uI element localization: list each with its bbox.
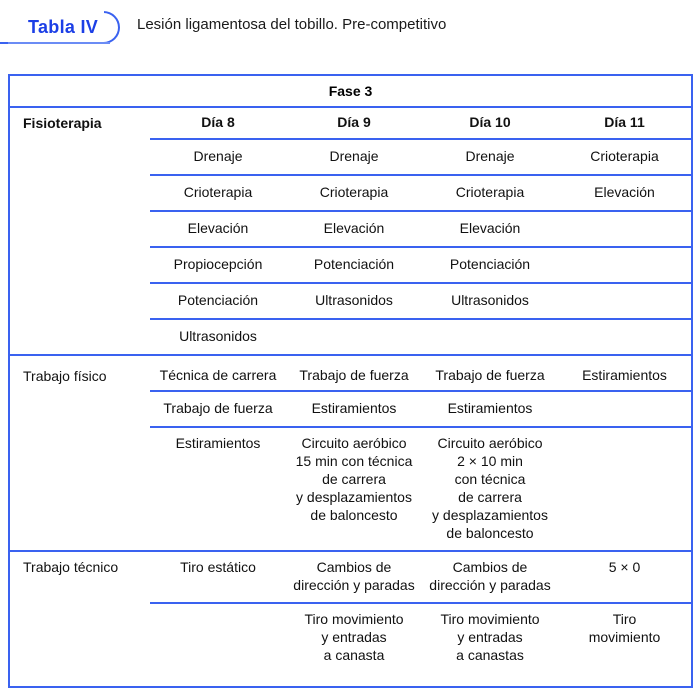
row-category-cell [10, 392, 150, 426]
row-divider [150, 210, 691, 212]
row-category-cell [10, 248, 150, 282]
section-trabajo-fisico: Trabajo físico Técnica de carrera Trabaj… [10, 354, 691, 550]
cell-dia10: Drenaje [465, 148, 515, 164]
row-category-cell [10, 212, 150, 246]
cell-dia8: Estiramientos [175, 435, 261, 451]
row-category-cell [10, 284, 150, 318]
column-header-row: Fisioterapia Día 8 Día 9 Día 10 Día 11 [10, 108, 691, 138]
cell-dia8: Drenaje [193, 148, 243, 164]
cell-dia9: Drenaje [329, 148, 379, 164]
section-trabajo-tecnico: Trabajo técnico Tiro estático Cambios de… [10, 550, 691, 672]
table-row: Ultrasonidos [10, 320, 691, 354]
row-category-cell [10, 140, 150, 174]
cell-dia9: Estiramientos [311, 400, 397, 416]
row-category-cell [10, 176, 150, 210]
cell-dia8: Técnica de carrera [159, 367, 277, 383]
table-row: Trabajo físico Técnica de carrera Trabaj… [10, 356, 691, 390]
cell-dia9: Trabajo de fuerza [299, 367, 409, 383]
header-label-dia9: Día 9 [337, 114, 371, 130]
table-row: Crioterapia Crioterapia Crioterapia Elev… [10, 176, 691, 210]
cell-dia9: Ultrasonidos [315, 292, 393, 308]
data-table: Fase 3 Fisioterapia Día 8 Día 9 Día 10 D… [8, 74, 693, 688]
cell-dia8: Tiro estático [180, 559, 256, 575]
section-fisioterapia: Drenaje Drenaje Drenaje Crioterapia Crio… [10, 138, 691, 354]
row-divider [150, 602, 691, 604]
table-number-badge: Tabla IV [28, 17, 99, 37]
header-label-dia8: Día 8 [201, 114, 235, 130]
row-divider [150, 390, 691, 392]
row-category-cell: Trabajo técnico [10, 559, 150, 576]
cell-dia8: Trabajo de fuerza [163, 400, 273, 416]
phase-header-row: Fase 3 [10, 76, 691, 108]
cell-dia8: Crioterapia [183, 184, 253, 200]
cell-dia10: Potenciación [449, 256, 531, 272]
row-divider [150, 138, 691, 140]
cell-dia10: Ultrasonidos [451, 292, 529, 308]
header-cell-dia10: Día 10 [422, 114, 558, 132]
row-divider [150, 318, 691, 320]
row-category-cell: Trabajo físico [10, 359, 150, 393]
cell-dia8: Elevación [187, 220, 249, 236]
header-cell-dia11: Día 11 [558, 114, 691, 132]
row-category-cell [10, 320, 150, 354]
row-divider [150, 426, 691, 428]
phase-header-label: Fase 3 [328, 83, 373, 99]
section-label-trabajo-fisico: Trabajo físico [23, 367, 107, 384]
cell-dia10: Trabajo de fuerza [435, 367, 545, 383]
table-row: Trabajo técnico Tiro estático Cambios de… [10, 552, 691, 602]
caption-underline [8, 42, 110, 44]
cell-dia9: Crioterapia [319, 184, 389, 200]
cell-dia9: Elevación [323, 220, 385, 236]
cell-dia8: Potenciación [177, 292, 259, 308]
header-cell-dia9: Día 9 [286, 114, 422, 132]
table-row: Trabajo de fuerza Estiramientos Estirami… [10, 392, 691, 426]
header-label-fisioterapia: Fisioterapia [23, 114, 102, 131]
header-label-dia10: Día 10 [469, 114, 511, 130]
cell-dia10: Estiramientos [447, 400, 533, 416]
cell-dia10: Crioterapia [455, 184, 525, 200]
cell-dia11: Elevación [594, 184, 655, 200]
header-cell-dia8: Día 8 [150, 114, 286, 132]
row-divider [150, 246, 691, 248]
header-cell-category: Fisioterapia [10, 115, 150, 132]
cell-dia11: Crioterapia [590, 148, 659, 164]
caption-title: Lesión ligamentosa del tobillo. Pre-comp… [137, 16, 447, 33]
row-divider [150, 174, 691, 176]
cell-dia11: Estiramientos [582, 367, 667, 383]
row-divider [150, 282, 691, 284]
badge-shape-mask [0, 9, 104, 13]
cell-dia9: Potenciación [313, 256, 395, 272]
table-row: Drenaje Drenaje Drenaje Crioterapia [10, 140, 691, 174]
table-caption: Tabla IV Lesión ligamentosa del tobillo.… [0, 0, 700, 60]
cell-dia11: 5 × 0 [608, 559, 641, 575]
header-label-dia11: Día 11 [604, 114, 645, 130]
cell-dia8: Ultrasonidos [179, 328, 257, 344]
table-row: Potenciación Ultrasonidos Ultrasonidos [10, 284, 691, 318]
table-row: Elevación Elevación Elevación [10, 212, 691, 246]
table-row: Propiocepción Potenciación Potenciación [10, 248, 691, 282]
section-label-trabajo-tecnico: Trabajo técnico [23, 559, 119, 575]
cell-dia8: Propiocepción [173, 256, 263, 272]
cell-dia10: Elevación [459, 220, 521, 236]
